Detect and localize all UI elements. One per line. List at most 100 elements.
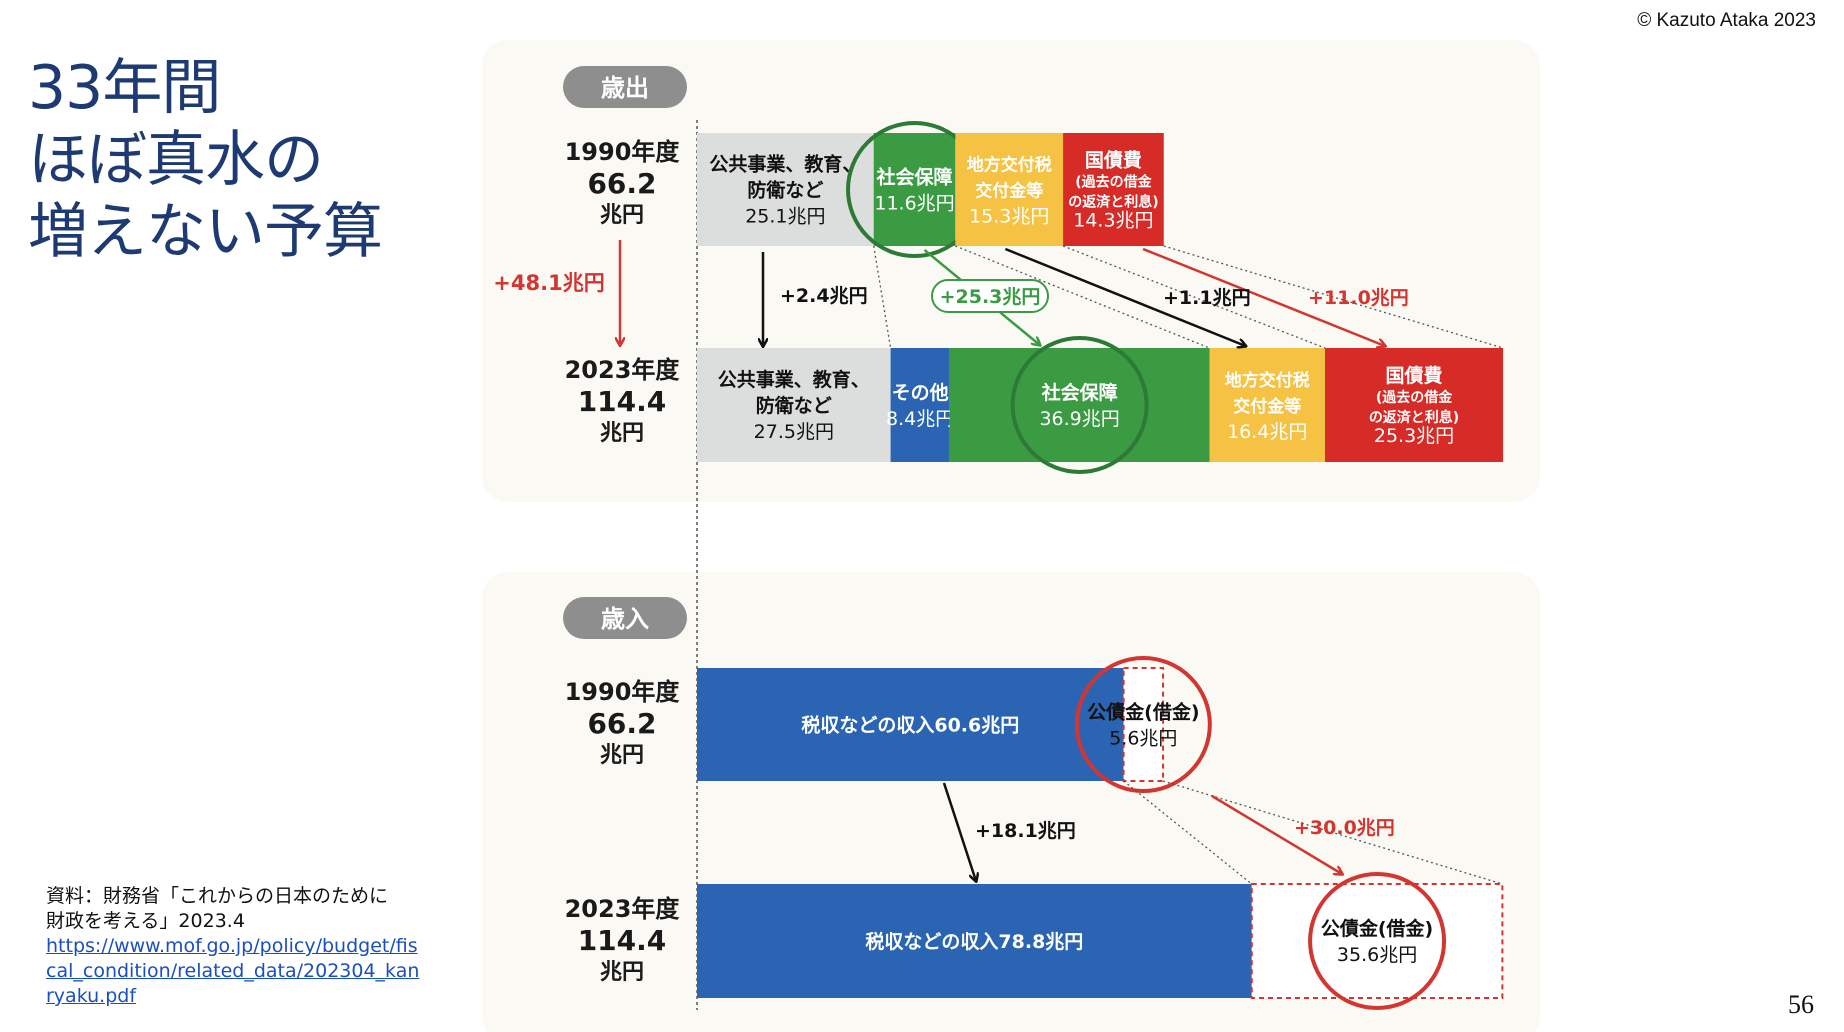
exp1990-bar-local_grants (955, 133, 1064, 246)
title-line-2: ほぼ真水の (28, 125, 324, 195)
exp1990-label-debt_service-3: 14.3兆円 (1073, 210, 1153, 232)
rev2023-segment-tax_revenue: 税収などの収入78.8兆円 (697, 884, 1252, 998)
bars-layer: 公共事業、教育、防衛など25.1兆円社会保障11.6兆円地方交付税交付金等15.… (697, 121, 1504, 1010)
exp1990-label-local_grants-0: 地方交付税 (967, 155, 1052, 176)
exp2023-label-public_works-2: 27.5兆円 (754, 421, 834, 443)
year-total: 66.2 (587, 167, 656, 200)
change-label-public-works: +2.4兆円 (780, 285, 868, 307)
exp1990-label-debt_service-0: 国債費 (1085, 149, 1142, 172)
change-label-bonds: +30.0兆円 (1294, 817, 1395, 839)
connectors-layer (763, 245, 1504, 885)
rev2023-label-bonds-0: 公債金(借金) (1321, 917, 1433, 940)
page-number: 56 (1788, 990, 1814, 1019)
year-unit: 兆円 (600, 743, 644, 768)
change-arrow-tax-revenue (942, 782, 976, 881)
exp2023-label-debt_service-2: の返済と利息) (1369, 409, 1459, 426)
rev1990-segment-tax_revenue: 税収などの収入60.6兆円 (697, 668, 1124, 781)
source-note: 資料：財務省「これからの日本のために 財政を考える」2023.4 https:/… (46, 884, 426, 1009)
exp1990-label-debt_service-2: の返済と利息) (1068, 194, 1158, 211)
exp2023-label-debt_service-3: 25.3兆円 (1374, 425, 1454, 447)
year-total: 66.2 (587, 707, 656, 740)
exp1990-segment-social_security: 社会保障 11.6兆円 (846, 121, 984, 258)
connector-bonds-left (1123, 780, 1253, 885)
exp1990-label-public_works-0: 公共事業、教育、 (709, 153, 861, 176)
exp2023-label-other-0: その他 (892, 381, 949, 404)
source-text-line-1: 資料：財務省「これからの日本のために (46, 885, 389, 907)
year-label: 1990年度 (565, 138, 681, 166)
rev2023-segment-bonds: 公債金(借金) 35.6兆円 (1250, 872, 1504, 1010)
change-arrow-debt-service (1142, 247, 1385, 346)
exp2023-bar-local_grants (1209, 348, 1325, 462)
connector-ss-right (955, 245, 1210, 349)
change-label-local-grants: +1.1兆円 (1163, 287, 1251, 309)
year-unit: 兆円 (600, 960, 644, 985)
exp1990-bar-debt_service (1063, 133, 1164, 246)
change-label-social-security-text: +25.3兆円 (940, 286, 1041, 308)
rev2023-bar-tax_revenue (697, 884, 1252, 998)
exp2023-label-public_works-1: 防衛など (756, 394, 832, 417)
change-label-debt-service: +11.0兆円 (1308, 287, 1409, 309)
rev2023-label-tax_revenue-0: 税収などの収入78.8兆円 (865, 930, 1083, 953)
year-unit: 兆円 (600, 421, 644, 446)
copyright-notice: © Kazuto Ataka 2023 (1637, 10, 1816, 31)
year-label: 2023年度 (565, 895, 681, 923)
slide-title: 33年間 ほぼ真水の 増えない予算 (28, 52, 383, 268)
change-arrow-local-grants (1004, 247, 1245, 346)
year-unit: 兆円 (600, 203, 644, 228)
exp2023-bar-debt_service (1324, 348, 1504, 462)
exp1990-label-local_grants-2: 15.3兆円 (969, 206, 1049, 228)
exp2023-label-other-1: 8.4兆円 (886, 408, 954, 430)
exp1990-label-social_security-0: 社会保障 (876, 166, 953, 189)
rev2023-highlight-circle-bonds (1308, 872, 1447, 1010)
exp1990-label-debt_service-1: (過去の借金 (1075, 174, 1152, 191)
exp2023-bar-public_works (697, 348, 891, 462)
exp2023-segment-social_security: 社会保障 36.9兆円 (949, 336, 1210, 474)
title-line-3: 増えない予算 (28, 197, 383, 267)
exp1990-label-public_works-1: 防衛など (747, 179, 823, 202)
connector-ds-right (1163, 245, 1504, 349)
exp2023-label-debt_service-1: (過去の借金 (1376, 389, 1453, 406)
rev2023-label-bonds-1: 35.6兆円 (1337, 944, 1417, 966)
rev1990-bar-tax_revenue (697, 668, 1124, 781)
year-label: 1990年度 (565, 678, 681, 706)
exp2023-label-social_security-0: 社会保障 (1041, 381, 1118, 404)
change-arrow-bonds (1211, 794, 1342, 874)
change-label-social-security: +25.3兆円 (931, 279, 1049, 313)
rev1990-label-tax_revenue-0: 税収などの収入60.6兆円 (801, 714, 1019, 737)
exp2023-bar-social_security (949, 348, 1210, 462)
rev1990-highlight-circle-bonds (1074, 656, 1212, 793)
exp1990-bar-social_security (873, 133, 956, 246)
exp1990-label-social_security-1: 11.6兆円 (874, 193, 954, 215)
expenditure-pill: 歳出 (563, 66, 687, 108)
exp2023-label-local_grants-1: 交付金等 (1233, 396, 1301, 417)
rev1990-bar-bonds (1122, 667, 1165, 782)
exp2023-segment-other: その他 8.4兆円 (886, 348, 954, 462)
source-text-line-2: 財政を考える」2023.4 (46, 910, 245, 932)
exp2023-highlight-circle-social_security (1010, 336, 1149, 474)
change-label-tax-revenue: +18.1兆円 (975, 820, 1076, 842)
year-label-exp-1990: 1990年度 66.2 兆円 (565, 138, 681, 228)
rev1990-label-bonds-0: 公債金(借金) (1087, 701, 1199, 724)
rev1990-segment-bonds: 公債金(借金) 5.6兆円 (1074, 656, 1212, 793)
connector-lg-right (1062, 245, 1326, 349)
year-label: 2023年度 (565, 356, 681, 384)
exp1990-label-local_grants-1: 交付金等 (975, 181, 1043, 202)
source-link[interactable]: https://www.mof.go.jp/policy/budget/fisc… (46, 935, 420, 1007)
exp2023-label-local_grants-2: 16.4兆円 (1227, 421, 1307, 443)
expenditure-pill-label: 歳出 (601, 74, 649, 102)
revenue-pill-label: 歳入 (601, 605, 649, 633)
exp1990-bar-public_works (697, 133, 874, 246)
connector-bonds-right (1162, 780, 1503, 885)
exp2023-bar-other (890, 348, 950, 462)
connector-ss-left (873, 245, 892, 349)
exp2023-label-local_grants-0: 地方交付税 (1225, 370, 1310, 391)
exp2023-label-social_security-1: 36.9兆円 (1039, 408, 1119, 430)
rev1990-label-bonds-1: 5.6兆円 (1109, 728, 1177, 750)
